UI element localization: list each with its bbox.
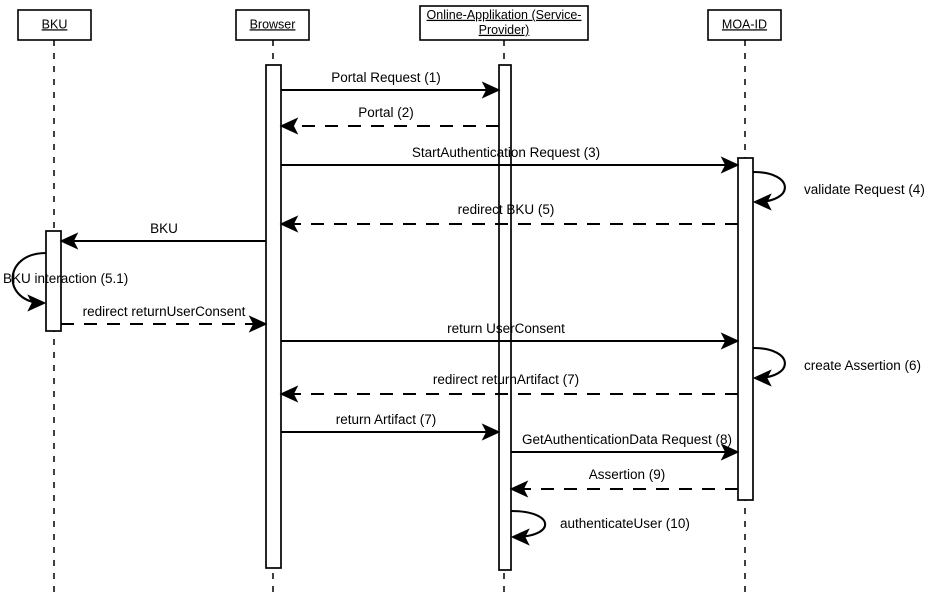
participant-label-bku: BKU: [42, 17, 68, 31]
participant-label-moa_id: MOA-ID: [722, 17, 767, 31]
message-label-m13: GetAuthenticationData Request (8): [522, 432, 732, 447]
self-message-m7: [11, 251, 47, 312]
message-label-m4: validate Request (4): [804, 182, 925, 197]
participant-label-online_app: Provider): [479, 23, 530, 37]
activation-bar-bku-0: [45, 230, 62, 332]
participant-box-browser[interactable]: [235, 9, 310, 41]
activation-bar-moa_id-0: [737, 157, 754, 501]
activation-bars-layer: [45, 64, 754, 571]
activation-bar-browser-0: [265, 64, 282, 569]
self-message-m10: [752, 346, 786, 387]
message-labels-layer: Portal Request (1) Portal (2) StartAuthent…: [3, 70, 925, 531]
self-message-m4: [752, 170, 786, 211]
message-label-m14: Assertion (9): [589, 467, 666, 482]
message-label-m6: BKU: [150, 221, 178, 236]
self-message-m15: [510, 509, 547, 546]
participant-box-bku[interactable]: [17, 9, 92, 41]
activation-bar-online_app-0: [498, 64, 512, 571]
participant-boxes-layer: BKU Browser Online-Applikation (Service-Pr…: [17, 5, 782, 41]
message-label-m8: redirect returnUserConsent: [83, 304, 246, 319]
participant-label-online_app: Online-Applikation (Service-: [427, 8, 582, 22]
message-label-m3: StartAuthentication Request (3): [412, 145, 600, 160]
message-label-m7: BKU interaction (5.1): [3, 271, 128, 286]
message-label-m1: Portal Request (1): [331, 70, 441, 85]
message-label-m15: authenticateUser (10): [560, 516, 690, 531]
message-label-m10: create Assertion (6): [804, 358, 921, 373]
message-label-m2: Portal (2): [358, 105, 414, 120]
message-label-m12: return Artifact (7): [336, 412, 437, 427]
participant-box-online_app[interactable]: [419, 5, 589, 41]
participant-box-moa_id[interactable]: [707, 9, 782, 41]
messages-layer: [11, 81, 786, 546]
participant-label-browser: Browser: [250, 17, 296, 31]
message-label-m11: redirect returnArtifact (7): [433, 372, 579, 387]
message-label-m9: return UserConsent: [447, 321, 565, 336]
message-label-m5: redirect BKU (5): [458, 202, 555, 217]
